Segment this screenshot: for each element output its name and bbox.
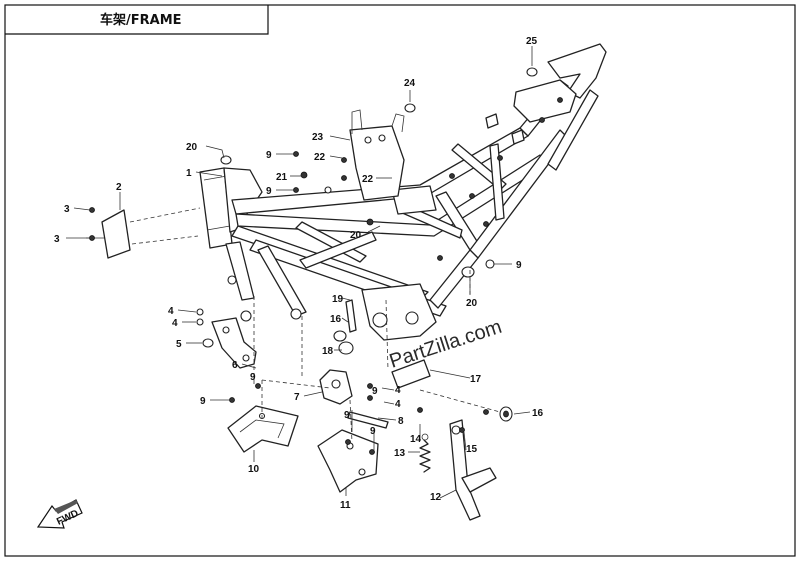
callout-5: 5 <box>176 339 182 350</box>
bushing-16 <box>499 406 513 422</box>
callout-23: 23 <box>312 132 324 143</box>
callout-4: 4 <box>172 318 178 329</box>
callout-20: 20 <box>350 230 362 241</box>
callout-19: 19 <box>332 294 344 305</box>
rod-8 <box>347 411 389 429</box>
callout-9: 9 <box>370 426 376 437</box>
callout-3: 3 <box>54 234 60 245</box>
bracket-2 <box>86 207 201 259</box>
callout-11: 11 <box>340 500 351 511</box>
side-stand <box>449 419 497 521</box>
bushing-18 <box>333 330 354 355</box>
callout-4: 4 <box>395 385 401 396</box>
part-19 <box>345 299 357 333</box>
callout-9: 9 <box>516 260 522 271</box>
callout-12: 12 <box>430 492 442 503</box>
callout-9: 9 <box>266 186 272 197</box>
callout-9: 9 <box>372 386 378 397</box>
callout-9: 9 <box>344 410 350 421</box>
callout-10: 10 <box>248 464 260 475</box>
upper-bracket <box>349 109 405 201</box>
callout-6: 6 <box>232 360 238 371</box>
forward-arrow-icon: FWD <box>36 499 83 529</box>
callout-18: 18 <box>322 346 334 357</box>
callout-3: 3 <box>64 204 70 215</box>
callout-21: 21 <box>276 172 288 183</box>
callout-24: 24 <box>404 78 416 89</box>
callout-22: 22 <box>362 174 374 185</box>
callout-17: 17 <box>470 374 482 385</box>
outer-border <box>4 4 796 557</box>
callout-4: 4 <box>168 306 174 317</box>
callout-4: 4 <box>395 399 401 410</box>
title-box <box>5 5 269 35</box>
callout-16: 16 <box>532 408 544 419</box>
callout-20: 20 <box>466 298 478 309</box>
callout-2: 2 <box>116 182 122 193</box>
callout-9: 9 <box>266 150 272 161</box>
callout-9: 9 <box>200 396 206 407</box>
callout-25: 25 <box>526 36 538 47</box>
callout-14: 14 <box>410 434 422 445</box>
callout-15: 15 <box>466 444 478 455</box>
bracket-7 <box>319 369 353 405</box>
callout-20: 20 <box>186 142 198 153</box>
callout-16: 16 <box>330 314 342 325</box>
callout-9: 9 <box>250 372 256 383</box>
bracket-6 <box>211 317 257 369</box>
callout-13: 13 <box>394 448 406 459</box>
callout-22: 22 <box>314 152 326 163</box>
callout-8: 8 <box>398 416 404 427</box>
main-frame <box>199 43 607 341</box>
leader-lines <box>66 46 533 499</box>
callout-7: 7 <box>294 392 300 403</box>
callout-labels: 1 2 3 3 4 4 4 4 5 6 7 8 9 9 9 9 9 9 9 9 … <box>54 36 544 511</box>
bracket-10 <box>227 405 299 453</box>
diagram-title: 车架/FRAME <box>100 12 182 28</box>
callout-1: 1 <box>186 168 192 179</box>
part-17 <box>391 359 431 389</box>
spring <box>419 433 431 473</box>
